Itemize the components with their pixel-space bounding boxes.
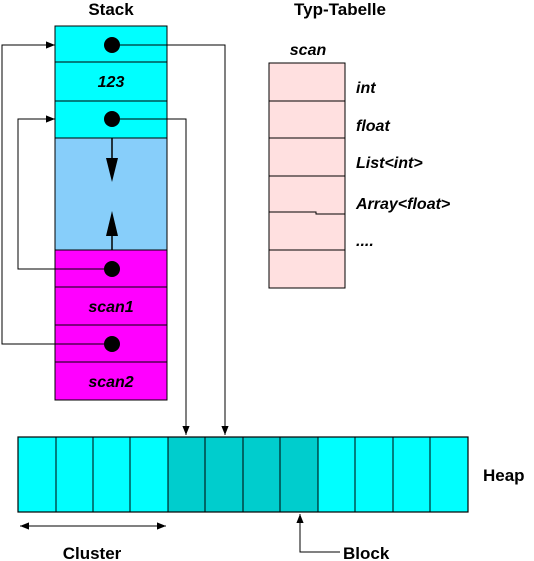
stack-scan1-cell (54, 286, 168, 326)
type-entry-ellipsis: .... (356, 233, 374, 250)
type-table-title: Typ-Tabelle (294, 0, 386, 19)
type-table-header: scan (290, 42, 327, 59)
heap-cell (392, 436, 431, 513)
pointer-arrow-scan2-to-top (1, 41, 112, 345)
heap-cell (17, 436, 57, 513)
stack-title: Stack (88, 0, 134, 19)
pointer-arrow-to-heap-1 (112, 44, 229, 435)
type-entry-array-float: Array<float> (355, 196, 450, 213)
pointer-arrow-scan1-to-cell (17, 115, 112, 270)
type-entry-list-int: List<int> (356, 155, 423, 172)
stack-scan2-label: scan2 (88, 374, 133, 391)
type-table: scan int float List<int> Array<float> ..… (268, 42, 450, 289)
type-entry-int: int (356, 80, 376, 97)
heap (17, 436, 469, 513)
heap-cell (129, 436, 169, 513)
heap-block-cell (279, 436, 319, 513)
heap-block-cell (242, 436, 281, 513)
type-entry-float: float (356, 118, 390, 135)
stack-value-cell (54, 61, 168, 102)
heap-cell (55, 436, 94, 513)
heap-label: Heap (483, 466, 525, 485)
heap-cell (92, 436, 131, 513)
block-pointer-arrow (296, 514, 340, 553)
pointer-arrow-to-heap-2 (112, 118, 190, 435)
block-label: Block (343, 544, 390, 561)
heap-cell (317, 436, 356, 513)
stack-growth-arrow-down (106, 158, 118, 182)
stack-value-label: 123 (98, 74, 125, 91)
heap-block-cell (204, 436, 244, 513)
cluster-label: Cluster (63, 544, 122, 561)
heap-cell (354, 436, 394, 513)
stack-growth-arrow-up (106, 211, 118, 236)
heap-block-cell (167, 436, 206, 513)
stack-scan1-label: scan1 (88, 299, 133, 316)
heap-outline (17, 436, 469, 513)
heap-cell (429, 436, 469, 513)
stack-scan2-cell (54, 361, 168, 401)
